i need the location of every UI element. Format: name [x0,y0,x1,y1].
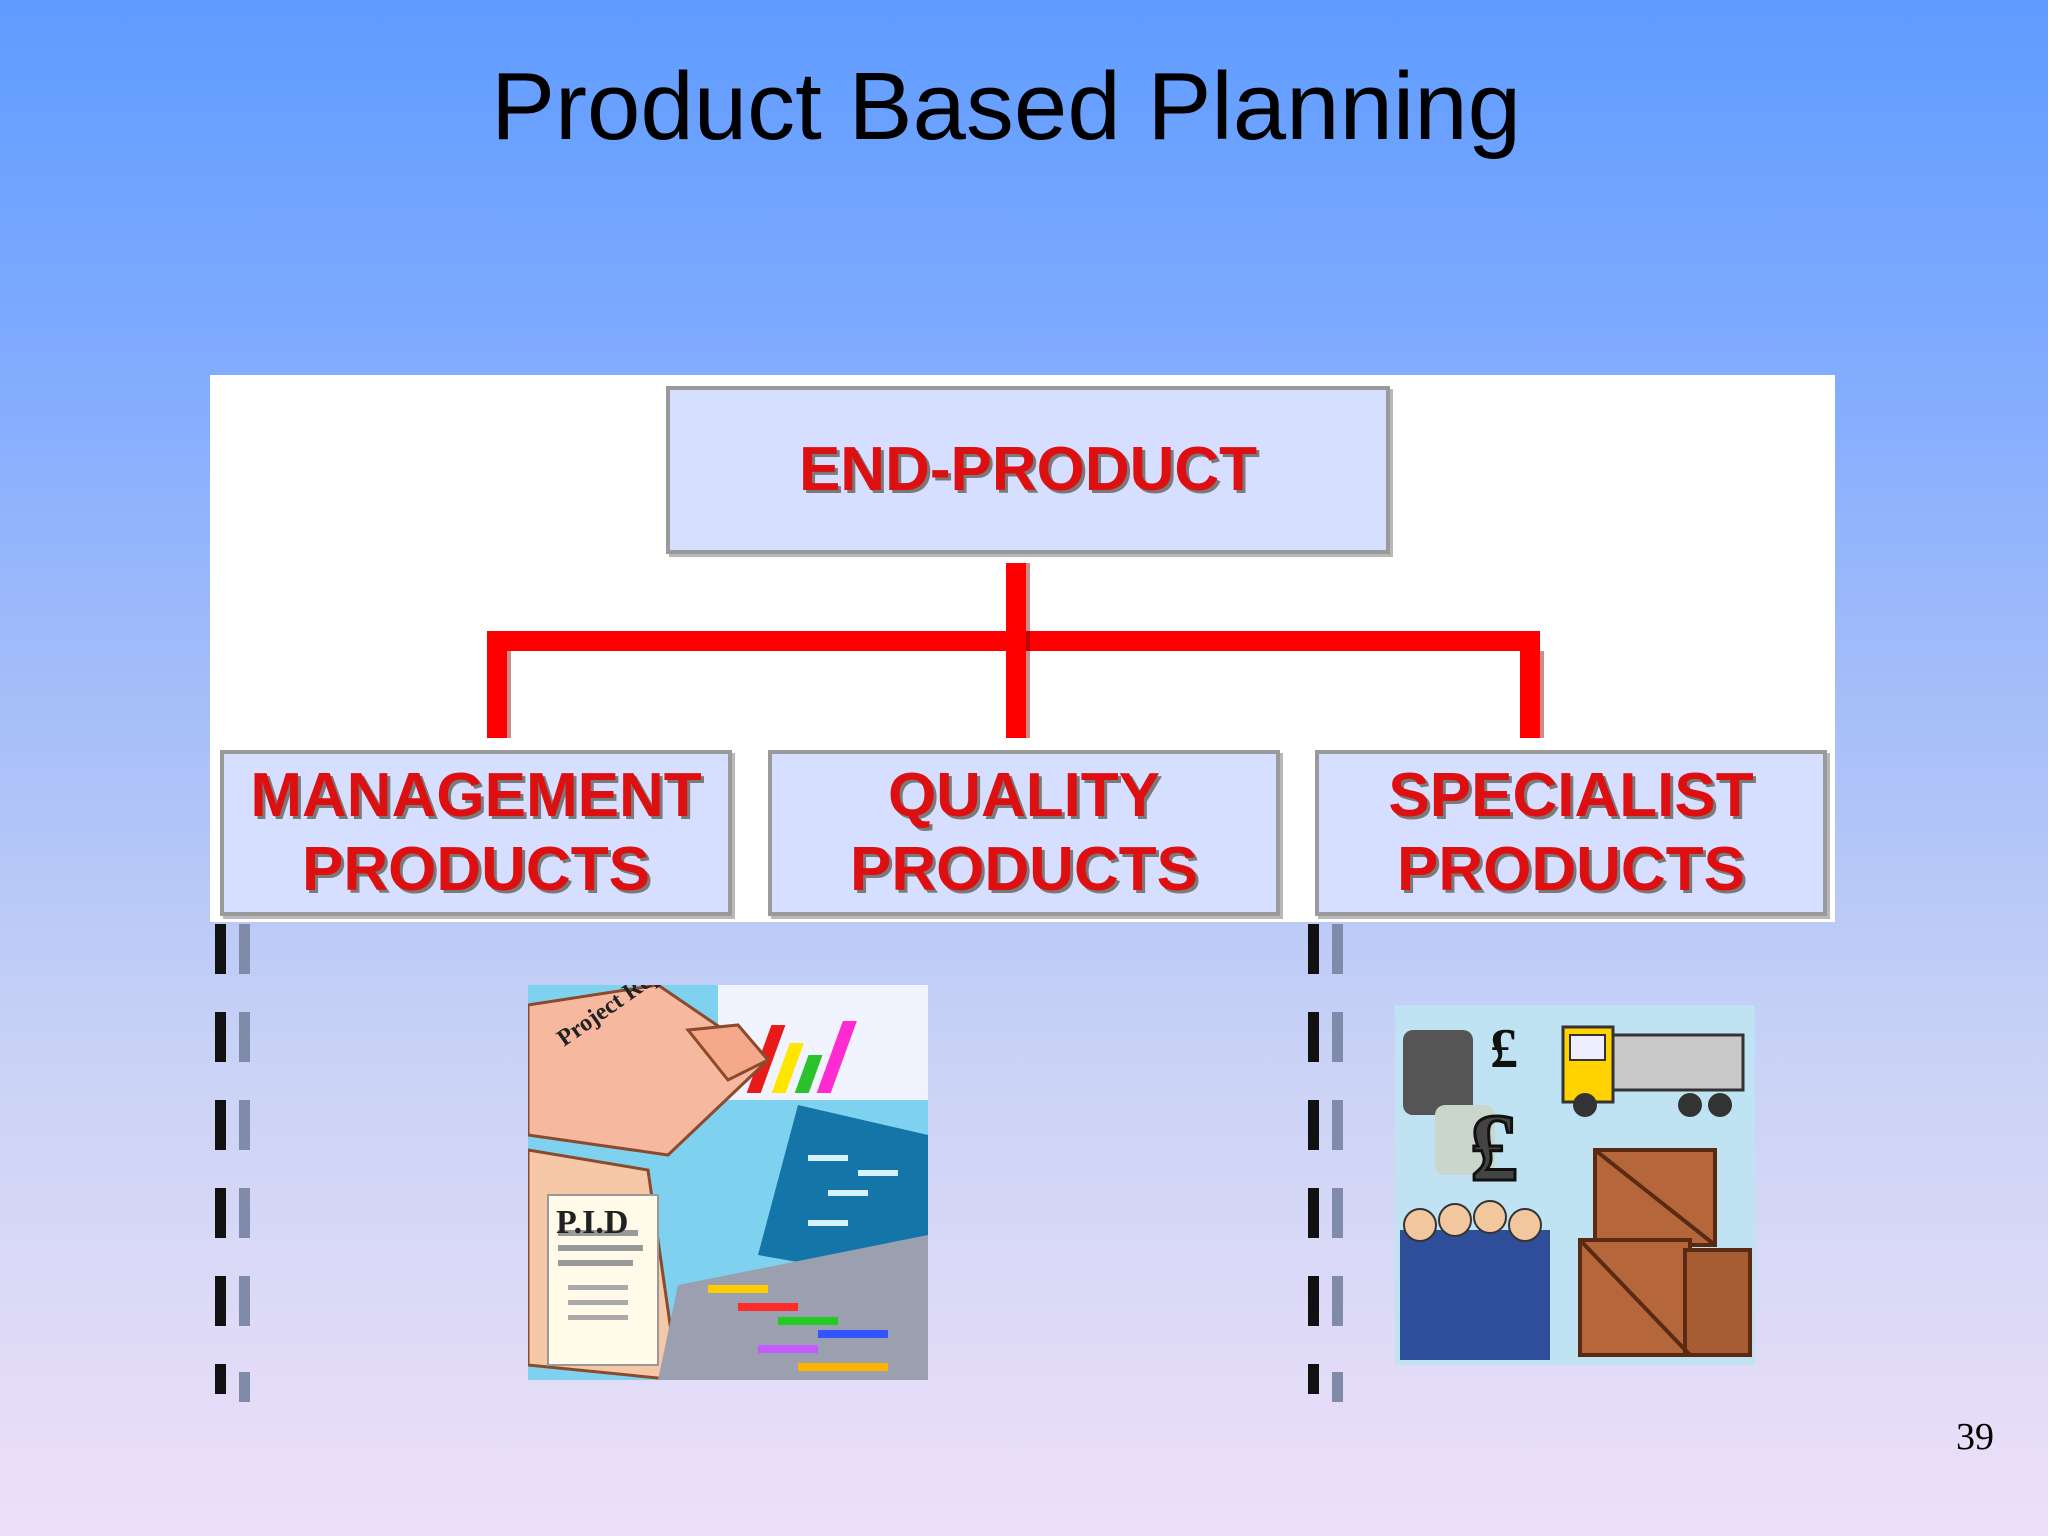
quality-products-box: QUALITY PRODUCTS [768,750,1280,916]
org-chart-icon [758,1105,928,1285]
management-products-illustration: Project Report P.I.D [528,985,928,1380]
end-product-box: END-PRODUCT [666,386,1390,554]
pid-document-icon [528,1148,680,1380]
specialist-dashed-connector [1308,924,1343,1402]
pid-label: P.I.D [556,1204,628,1241]
pound-puzzle-icon [1403,1030,1495,1175]
page-number: 39 [1956,1416,1994,1458]
crates-icon [1578,1148,1752,1357]
pound-symbol-small: £ [1490,1018,1518,1080]
workers-icon [1400,1200,1550,1360]
slide-title: Product Based Planning [490,53,1522,160]
management-dashed-connector [215,924,250,1402]
pound-symbol-large: £ [1470,1094,1518,1201]
specialist-products-illustration: £ £ [1395,1005,1755,1365]
project-report-folder-icon [528,985,771,1157]
management-products-box: MANAGEMENT PRODUCTS [220,750,732,916]
truck-icon [1561,1025,1745,1117]
gantt-chart-icon [658,1235,928,1380]
specialist-products-box: SPECIALIST PRODUCTS [1315,750,1827,916]
